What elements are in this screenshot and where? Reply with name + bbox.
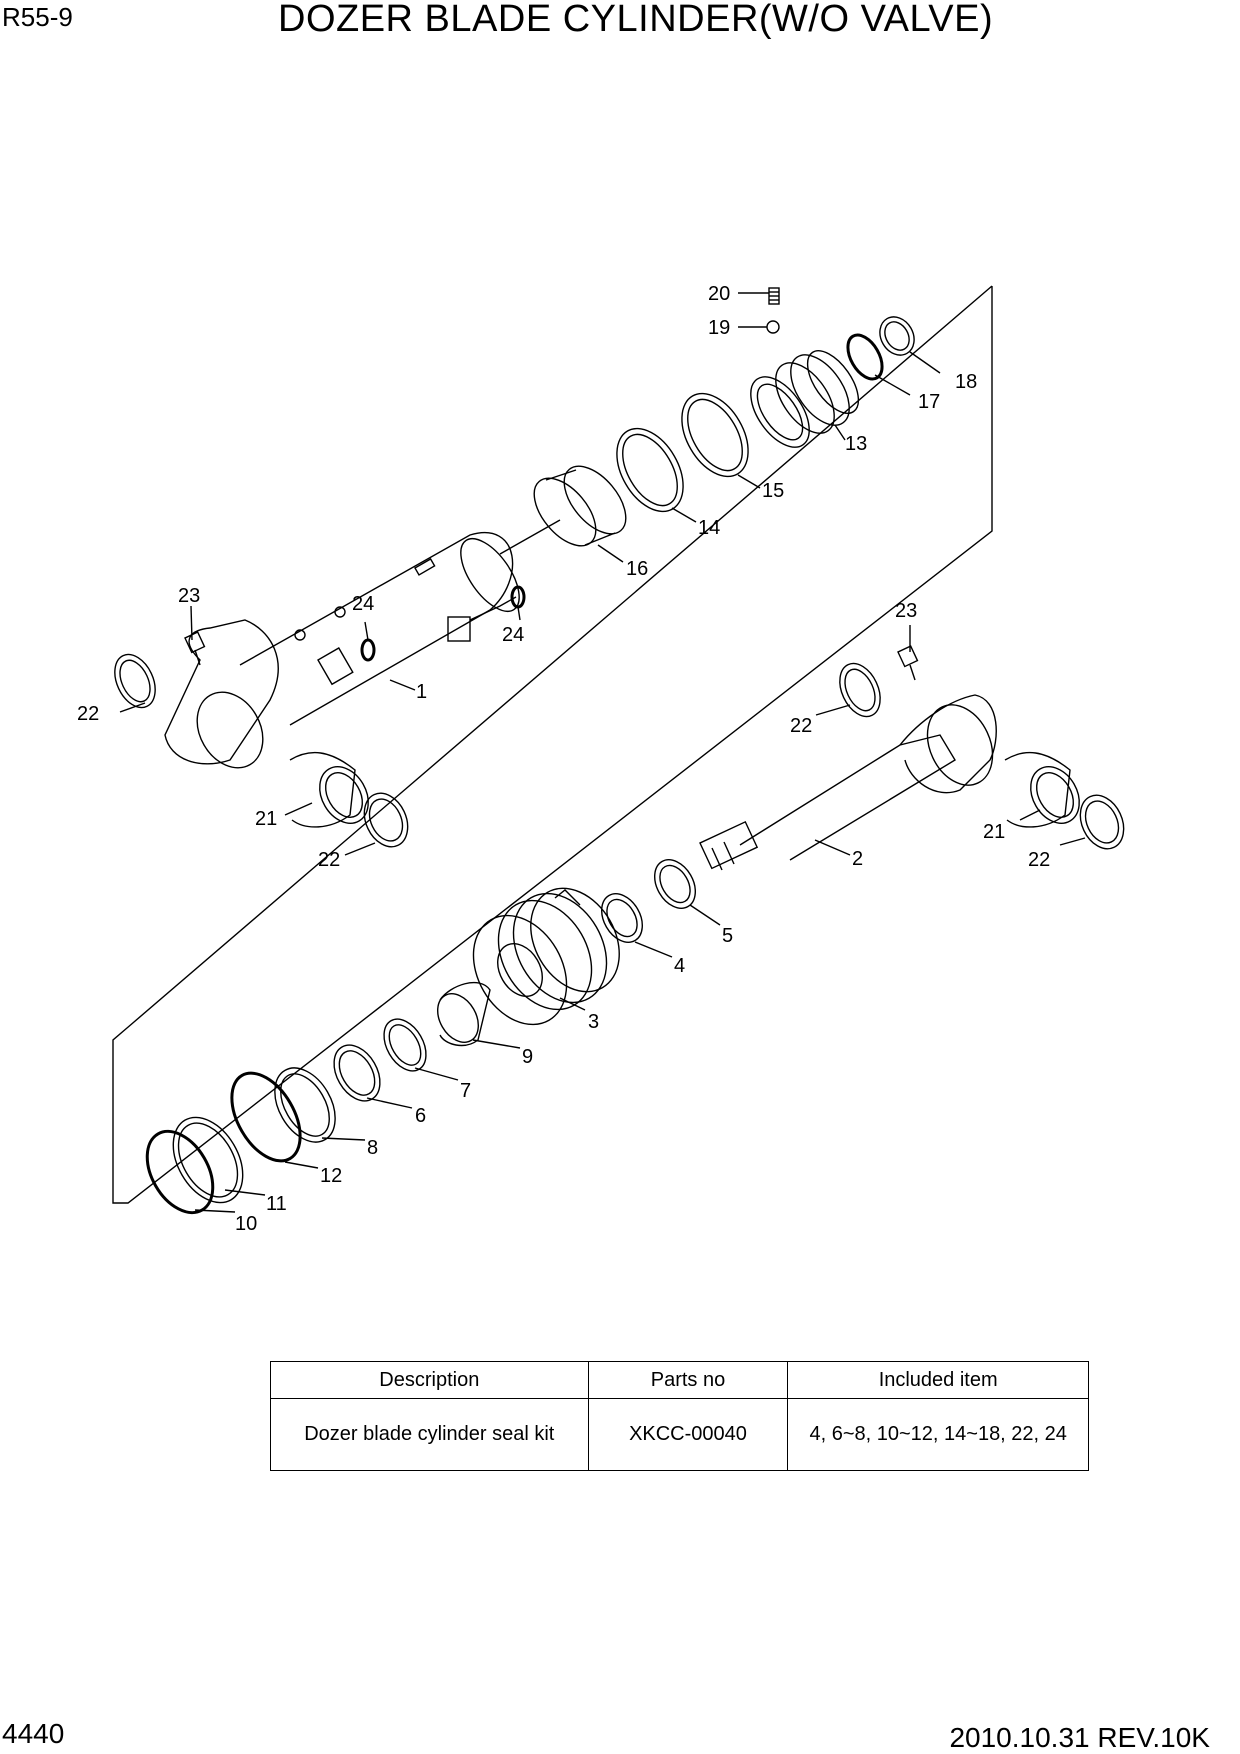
callout-20: 20 [708, 283, 730, 305]
seal-kit-table: Description Parts no Included item Dozer… [270, 1361, 1089, 1471]
model-number: R55-9 [2, 2, 73, 32]
table-row: Dozer blade cylinder seal kit XKCC-00040… [270, 1398, 1089, 1471]
part-7-wear-ring [383, 1018, 427, 1072]
part-21-pin-bushing-b [1004, 751, 1080, 828]
part-15-buffer-ring [681, 392, 749, 478]
callout-22-a: 22 [77, 703, 99, 725]
table-header-row: Description Parts no Included item [270, 1361, 1089, 1399]
part-23-grease-nipple-b [897, 645, 919, 681]
header-description: Description [270, 1361, 589, 1399]
part-22-dust-seal-c [839, 662, 881, 718]
callout-2: 2 [852, 848, 863, 870]
callout-10: 10 [235, 1213, 257, 1235]
cell-description: Dozer blade cylinder seal kit [270, 1398, 589, 1471]
callout-18: 18 [955, 371, 977, 393]
callout-9: 9 [522, 1046, 533, 1068]
callout-21-a: 21 [255, 808, 277, 830]
part-22-dust-seal-a [114, 653, 156, 709]
part-23-grease-nipple-a [184, 631, 206, 666]
part-22-dust-seal-b [363, 792, 409, 848]
callout-12: 12 [320, 1165, 342, 1187]
callout-24-b: 24 [502, 624, 524, 646]
cell-parts-no: XKCC-00040 [587, 1398, 789, 1471]
part-13-rod-cover [750, 350, 860, 448]
callout-14: 14 [698, 517, 720, 539]
part-8-back-up-ring [274, 1067, 336, 1143]
callout-labels: 20 19 18 17 13 15 14 16 23 24 24 1 22 22… [77, 283, 1050, 1235]
callout-15: 15 [762, 480, 784, 502]
part-24-o-ring-b [360, 638, 376, 662]
part-22-dust-seal-d [1079, 794, 1125, 850]
callout-5: 5 [722, 925, 733, 947]
part-16-bushing [533, 465, 627, 547]
cell-included-item: 4, 6~8, 10~12, 14~18, 22, 24 [787, 1398, 1089, 1471]
callout-24-a: 24 [352, 593, 374, 615]
part-4-cushion-ring [601, 893, 643, 943]
part-20-set-screw [768, 287, 780, 305]
callout-22-b: 22 [318, 849, 340, 871]
header-included-item: Included item [787, 1361, 1089, 1399]
callout-8: 8 [367, 1137, 378, 1159]
callout-22-d: 22 [1028, 849, 1050, 871]
callout-23-b: 23 [895, 600, 917, 622]
frame-outline [112, 285, 993, 1204]
callout-16: 16 [626, 558, 648, 580]
part-3-piston [472, 887, 620, 1026]
callout-4: 4 [674, 955, 685, 977]
callout-3: 3 [588, 1011, 599, 1033]
part-18-dust-wiper [879, 316, 915, 356]
callout-23-a: 23 [178, 585, 200, 607]
part-19-steel-ball [766, 320, 780, 334]
callout-22-c: 22 [790, 715, 812, 737]
header-parts-no: Parts no [587, 1361, 789, 1399]
part-11-back-up-ring [172, 1116, 244, 1204]
callout-13: 13 [845, 433, 867, 455]
part-17-o-ring [846, 333, 884, 381]
callout-19: 19 [708, 317, 730, 339]
page-number: 4440 [2, 1718, 65, 1749]
revision-date: 2010.10.31 REV.10K [949, 1722, 1210, 1753]
part-1-tube-assy [164, 519, 561, 769]
part-12-o-ring [230, 1071, 302, 1163]
callout-11: 11 [266, 1193, 287, 1215]
callout-17: 17 [918, 391, 940, 413]
part-5-lock-ring [654, 859, 696, 909]
leader-lines [119, 292, 1086, 1213]
page-title: DOZER BLADE CYLINDER(W/O VALVE) [278, 0, 994, 40]
part-21-pin-bushing-a [289, 751, 369, 828]
callout-7: 7 [460, 1080, 471, 1102]
part-6-back-up-ring [333, 1044, 381, 1102]
callout-6: 6 [415, 1105, 426, 1127]
part-9-cushion-ring [437, 981, 491, 1047]
part-2-rod [699, 694, 997, 871]
callout-21-b: 21 [983, 821, 1005, 843]
part-14-u-packing [616, 427, 684, 513]
callout-1: 1 [416, 681, 427, 703]
